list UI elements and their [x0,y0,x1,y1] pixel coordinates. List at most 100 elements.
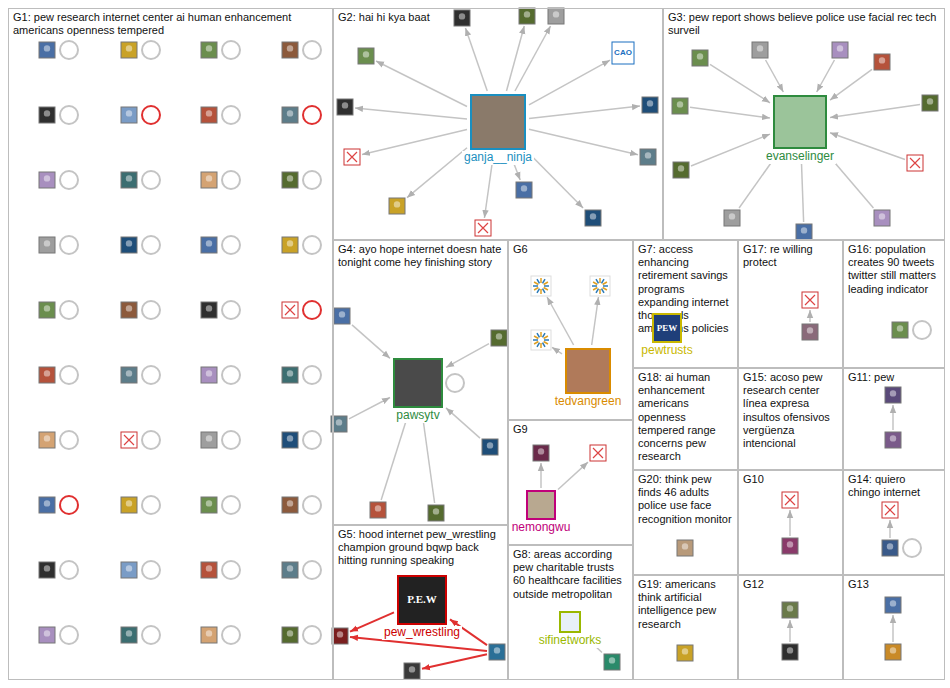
vertex-node: pawsytv [393,358,443,423]
avatar-frame [882,540,898,556]
avatar-frame [782,644,798,660]
sun-ray [592,285,597,287]
avatar-icon [121,627,137,643]
sun-ray [534,282,538,285]
self-loop [303,236,321,254]
avatar-icon [782,602,798,618]
avatar-frame [885,387,901,403]
avatar-icon [201,497,217,513]
graph-edge [809,310,811,322]
graph-edge [789,620,791,642]
sun-layer [531,276,610,350]
group-heading: G19: americans think artificial intellig… [634,576,737,631]
self-loop [142,301,160,319]
group-box: G8: areas according pew charitable trust… [508,545,633,680]
avatar-frame [121,302,137,318]
self-loop [60,626,78,644]
avatar-icon [121,107,137,123]
avatar-frame [489,644,505,660]
avatar-icon [677,540,693,556]
avatar-frame [121,237,137,253]
avatar-icon [121,562,137,578]
avatar-face [287,435,293,441]
avatar-frame [332,628,348,644]
avatar-frame [640,149,656,165]
avatar-icon [282,432,298,448]
avatar-frame [282,432,298,448]
avatar-frame [885,597,901,613]
logo-text: PEW [657,324,678,333]
avatar-icon [121,497,137,513]
broken-image-cross [593,448,603,458]
avatar-frame [337,99,353,115]
broken-image-cross [124,435,134,445]
avatar-face [524,11,530,17]
graph-edge [422,411,435,503]
avatar-face [645,152,651,158]
self-loop [222,171,240,189]
avatar-icon [282,562,298,578]
self-loop [60,236,78,254]
sun-ray [534,288,538,291]
avatar-face [682,543,688,549]
avatar-face [287,500,293,506]
avatar-icon [39,302,55,318]
group-heading: G3: pew report shows believe police use … [664,9,944,37]
avatar-face [890,647,896,653]
avatar-icon [121,432,137,448]
self-loop [303,171,321,189]
group-box: G6tedvangreen [508,240,633,420]
graph-edge [592,297,599,345]
avatar-layer [39,8,938,679]
self-loop [446,374,464,392]
avatar-icon [892,322,908,338]
avatar-frame [39,367,55,383]
sun-ray [534,342,538,345]
self-loop [142,41,160,59]
avatar-frame [752,42,768,58]
avatar-face [897,325,903,331]
avatar-icon [39,172,55,188]
avatar-face [363,51,369,57]
avatar-icon [642,97,658,113]
avatar-frame [39,237,55,253]
sun-ray [544,288,548,291]
avatar-frame [802,324,818,340]
graph-edge [407,148,467,198]
avatar-face [807,327,813,333]
avatar-icon [548,8,564,24]
sun-ray [602,289,605,293]
avatar-face [459,13,465,19]
avatar-icon [39,107,55,123]
avatar-icon [121,172,137,188]
sun-ray [543,279,546,283]
sun-ray [533,285,538,287]
avatar-icon [922,95,938,111]
sun-ray [596,289,599,293]
graph-edge [892,405,894,430]
avatar-face [890,600,896,606]
avatar-face [44,240,50,246]
avatar-icon [796,224,812,240]
avatar-icon [672,98,688,114]
broken-image-cross [885,505,895,515]
avatar-icon [337,99,353,115]
avatar-icon [121,237,137,253]
broken-image-cross [910,158,920,168]
vertex-node: evanselinger [764,95,836,164]
avatar-face [729,213,735,219]
avatar-frame [201,562,217,578]
group-heading: G12 [739,576,842,591]
self-loop [222,301,240,319]
avatar-face [206,370,212,376]
group-box: G15: acoso pew research center línea exp… [738,368,843,470]
avatar-face [206,500,212,506]
avatar-icon [201,172,217,188]
avatar-frame [121,172,137,188]
group-heading: G10 [739,471,842,486]
graph-edge [766,60,784,92]
self-loop [60,106,78,124]
avatar-icon [874,210,890,226]
avatar-frame [334,308,350,324]
avatar-frame [121,367,137,383]
